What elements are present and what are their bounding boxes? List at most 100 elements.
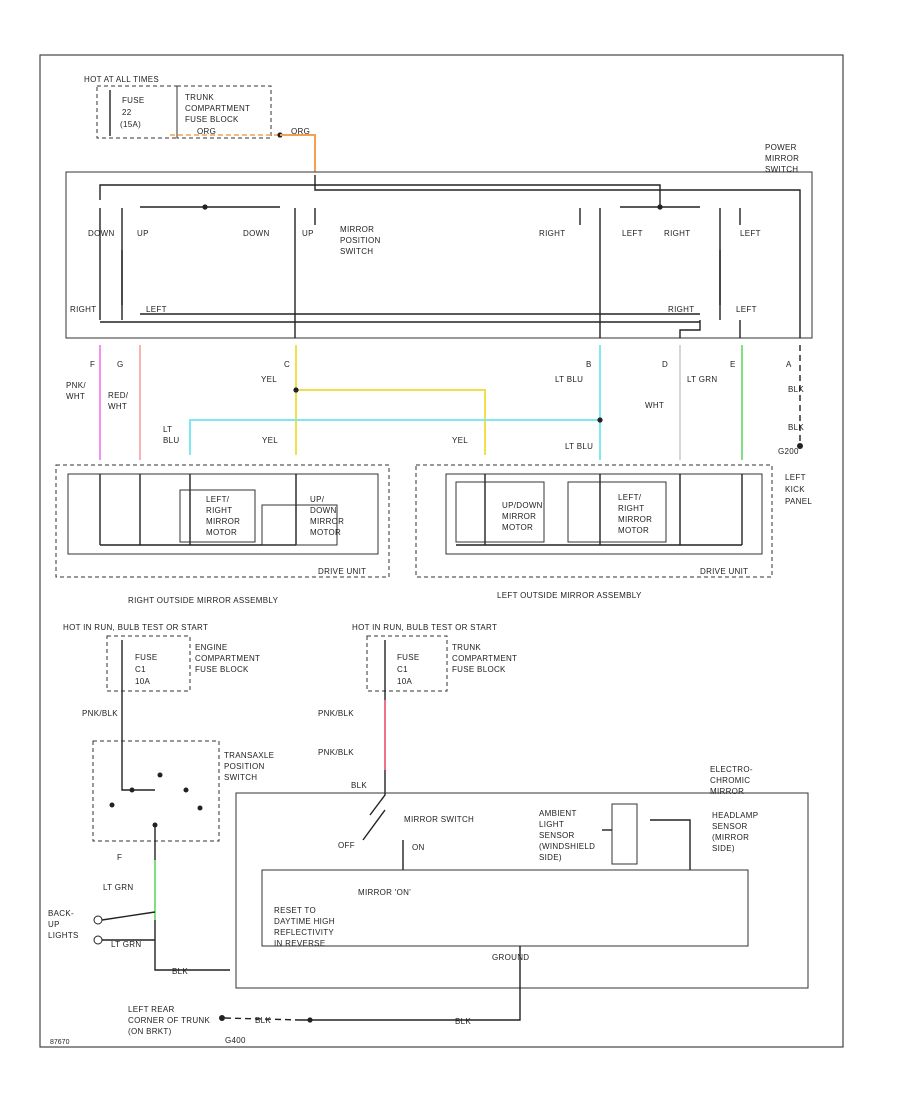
right-outside-mirror-assembly: LEFT/ RIGHT MIRROR MOTOR UP/ DOWN MIRROR…	[55, 464, 390, 605]
fuse-c1-left-amps: 10A	[135, 677, 150, 686]
right-motor-a-line2: RIGHT	[206, 506, 232, 515]
right-motor-b-line2: DOWN	[310, 506, 337, 515]
g400-label: G400	[225, 1036, 246, 1045]
pnk-blk-right-label-2: PNK/BLK	[318, 748, 354, 757]
on-label: ON	[412, 843, 425, 852]
pin-d: D	[662, 360, 668, 369]
lt-blu-label-2-line1: LT	[163, 425, 172, 434]
pin-c: C	[284, 360, 290, 369]
diagram-code-label: 87670	[50, 1039, 70, 1046]
right-motor-b-line3: MIRROR	[310, 517, 344, 526]
trunk-fuse-group-2: HOT IN RUN, BULB TEST OR START FUSE C1 1…	[318, 623, 517, 816]
backup-lights-line2: UP	[48, 920, 60, 929]
engine-fuse-line3: FUSE BLOCK	[195, 665, 249, 674]
select-label-left-2: LEFT	[736, 305, 757, 314]
reset-text-line4: IN REVERSE	[274, 939, 325, 948]
ambient-sensor-line4: (WINDSHIELD	[539, 842, 595, 851]
ambient-sensor-line3: SENSOR	[539, 831, 575, 840]
left-motor-a-line2: MIRROR	[502, 512, 536, 521]
pnk-blk-right-label-1: PNK/BLK	[318, 709, 354, 718]
left-outside-mirror-assembly: UP/DOWN MIRROR MOTOR LEFT/ RIGHT MIRROR …	[415, 464, 773, 600]
left-kick-panel-line3: PANEL	[785, 497, 812, 506]
power-mirror-switch-line3: SWITCH	[765, 165, 798, 174]
trunk-fuse-box	[176, 85, 272, 139]
left-motor-b-line3: MIRROR	[618, 515, 652, 524]
pin-b: B	[586, 360, 592, 369]
yel-label-2: YEL	[262, 436, 278, 445]
wht-label: WHT	[645, 401, 664, 410]
headlamp-sensor-line3: (MIRROR	[712, 833, 749, 842]
reset-text-line2: DAYTIME HIGH	[274, 917, 335, 926]
power-mirror-switch: POWER MIRROR SWITCH DOWN UP DOWN UP RIGH…	[65, 143, 813, 339]
red-wht-line1: RED/	[108, 391, 129, 400]
ambient-sensor-line2: LIGHT	[539, 820, 564, 829]
electrochromic-mirror: ELECTRO- CHROMIC MIRROR MIRROR SWITCH OF…	[235, 765, 809, 1021]
pnk-blk-left-label: PNK/BLK	[82, 709, 118, 718]
switch-label-down-1: DOWN	[88, 229, 115, 238]
mirror-switch-label: MIRROR SWITCH	[404, 815, 474, 824]
red-wht-line2: WHT	[108, 402, 127, 411]
right-drive-unit-label: DRIVE UNIT	[318, 567, 366, 576]
lt-blu-label-3: LT BLU	[565, 442, 593, 451]
switch-label-left-1: LEFT	[622, 229, 643, 238]
switch-output-wires: F G C B D E A PNK/ WHT RED/ WHT YEL LT B…	[66, 345, 812, 506]
trunk-fuse-line3: FUSE BLOCK	[185, 115, 239, 124]
hot-run-left-label: HOT IN RUN, BULB TEST OR START	[63, 623, 208, 632]
mirror-on-label: MIRROR 'ON'	[358, 888, 411, 897]
blk-label-2: BLK	[788, 423, 804, 432]
fuse-c1-right-number: C1	[397, 665, 408, 674]
ground-location-line2: CORNER OF TRUNK	[128, 1016, 210, 1025]
blk-label-1: BLK	[788, 385, 804, 394]
right-motor-a-line4: MOTOR	[206, 528, 237, 537]
fuse-top-number: 22	[122, 108, 132, 117]
power-mirror-switch-line1: POWER	[765, 143, 797, 152]
fuse-top-amps: (15A)	[120, 120, 141, 129]
pin-f: F	[90, 360, 95, 369]
lt-grn-label-lower-1: LT GRN	[103, 883, 133, 892]
org-wire-label: ORG	[197, 127, 216, 136]
switch-label-down-2: DOWN	[243, 229, 270, 238]
select-label-left-1: LEFT	[146, 305, 167, 314]
lt-grn-label-lower-2: LT GRN	[111, 940, 141, 949]
right-motor-b-line1: UP/	[310, 495, 325, 504]
pnk-wht-line2: WHT	[66, 392, 85, 401]
reset-text-line3: REFLECTIVITY	[274, 928, 334, 937]
fuse-c1-left-label: FUSE	[135, 653, 158, 662]
mirror-position-switch-line2: POSITION	[340, 236, 381, 245]
left-motor-b-line4: MOTOR	[618, 526, 649, 535]
battery-fuse-group: HOT AT ALL TIMES FUSE 22 (15A) TRUNK COM…	[84, 75, 316, 172]
left-kick-panel-line2: KICK	[785, 485, 805, 494]
left-drive-unit-label: DRIVE UNIT	[700, 567, 748, 576]
off-label: OFF	[338, 841, 355, 850]
headlamp-sensor-line4: SIDE)	[712, 844, 735, 853]
yel-label-1: YEL	[261, 375, 277, 384]
left-motor-b-line2: RIGHT	[618, 504, 644, 513]
mirror-position-switch-line1: MIRROR	[340, 225, 374, 234]
mirror-position-switch-line3: SWITCH	[340, 247, 373, 256]
select-label-right-2: RIGHT	[668, 305, 694, 314]
ground-location-line1: LEFT REAR	[128, 1005, 175, 1014]
transaxle-switch-line2: POSITION	[224, 762, 265, 771]
battery-hot-label: HOT AT ALL TIMES	[84, 75, 159, 84]
rear-ground-group: LEFT REAR CORNER OF TRUNK (ON BRKT) BLK …	[50, 1005, 471, 1046]
fuse-c1-left-number: C1	[135, 665, 146, 674]
left-motor-b-line1: LEFT/	[618, 493, 642, 502]
switch-label-up-1: UP	[137, 229, 149, 238]
right-mirror-assembly-label: RIGHT OUTSIDE MIRROR ASSEMBLY	[128, 596, 279, 605]
ec-mirror-line3: MIRROR	[710, 787, 744, 796]
switch-label-right-1: RIGHT	[539, 229, 565, 238]
yel-label-3: YEL	[452, 436, 468, 445]
blk-label-mirror: BLK	[351, 781, 367, 790]
g200-label: G200	[778, 447, 799, 456]
lt-grn-label: LT GRN	[687, 375, 717, 384]
blk-label-ground-1: BLK	[255, 1016, 271, 1025]
headlamp-sensor-line2: SENSOR	[712, 822, 748, 831]
ambient-sensor-line1: AMBIENT	[539, 809, 577, 818]
engine-fuse-line2: COMPARTMENT	[195, 654, 260, 663]
left-motor-a-line1: UP/DOWN	[502, 501, 543, 510]
fuse-box-top	[96, 85, 178, 139]
engine-fuse-group: HOT IN RUN, BULB TEST OR START FUSE C1 1…	[48, 623, 274, 976]
ambient-sensor-line5: SIDE)	[539, 853, 562, 862]
fuse-top-label: FUSE	[122, 96, 145, 105]
reset-text-line1: RESET TO	[274, 906, 316, 915]
